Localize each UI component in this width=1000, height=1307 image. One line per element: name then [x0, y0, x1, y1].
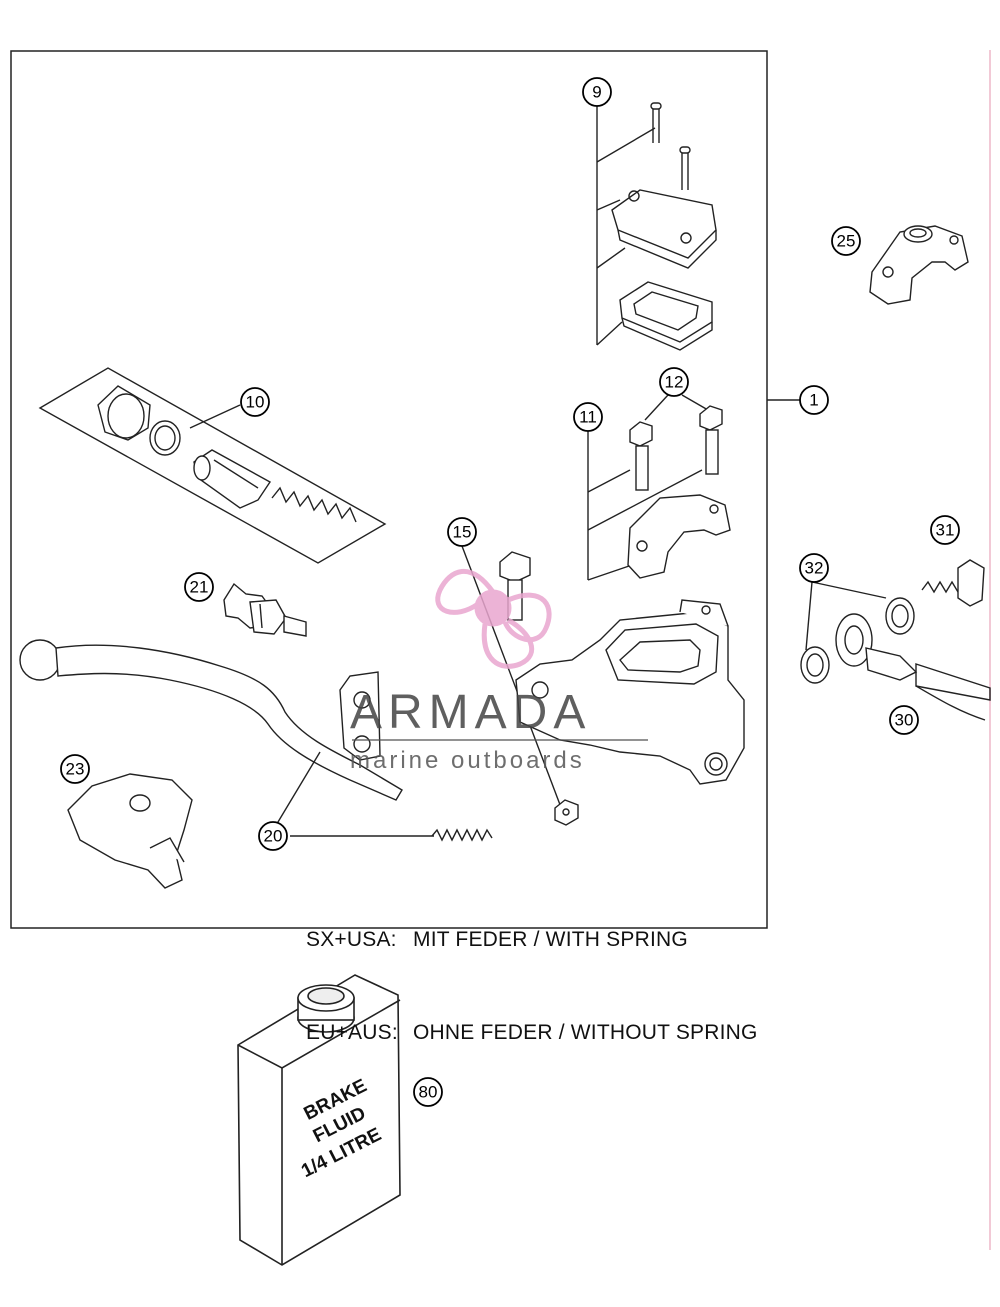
callout-12: 12: [659, 367, 689, 397]
svg-text:25: 25: [837, 232, 856, 251]
watermark-logo: ARMADA marine outboards: [350, 569, 648, 774]
note-value: OHNE FEDER / WITHOUT SPRING: [413, 1021, 758, 1044]
svg-text:80: 80: [419, 1083, 438, 1102]
part-30-32-hose-group: [800, 559, 991, 721]
svg-text:21: 21: [190, 578, 209, 597]
callout-23: 23: [60, 754, 90, 784]
note-row-sx-usa: SX+USA: MIT FEDER / WITH SPRING: [306, 924, 758, 955]
svg-text:32: 32: [805, 559, 824, 578]
callout-21: 21: [184, 572, 214, 602]
callout-1: 1: [799, 385, 829, 415]
part-23-lever-cover: [67, 773, 193, 889]
callout-15: 15: [447, 517, 477, 547]
part-25-clamp: [869, 225, 969, 305]
callout-20: 20: [258, 821, 288, 851]
master-cylinder-body: [515, 599, 745, 785]
svg-text:30: 30: [895, 711, 914, 730]
spring-notes: SX+USA: MIT FEDER / WITH SPRING EU+AUS: …: [306, 862, 758, 1079]
svg-text:9: 9: [592, 83, 601, 102]
watermark-subtitle: marine outboards: [350, 747, 585, 774]
part-9-reservoir-cover-group: [596, 102, 717, 351]
callout-10: 10: [240, 387, 270, 417]
part-80-brake-fluid-bottle: BRAKE FLUID 1/4 LITRE: [237, 974, 401, 1266]
svg-text:20: 20: [264, 827, 283, 846]
assembly-frame: [10, 50, 768, 929]
part-21-adjuster: [223, 582, 307, 637]
callout-30: 30: [889, 705, 919, 735]
note-value: MIT FEDER / WITH SPRING: [413, 928, 688, 951]
svg-text:11: 11: [579, 408, 597, 427]
callout-25: 25: [831, 226, 861, 256]
svg-text:10: 10: [246, 393, 265, 412]
callout-80: 80: [413, 1077, 443, 1107]
svg-text:12: 12: [665, 373, 684, 392]
part-11-12-clamp-group: [587, 394, 731, 581]
note-row-eu-aus: EU+AUS: OHNE FEDER / WITHOUT SPRING: [306, 1017, 758, 1048]
svg-text:1: 1: [809, 391, 818, 410]
propeller-icon: [435, 569, 552, 669]
callout-32: 32: [799, 553, 829, 583]
callout-31: 31: [930, 515, 960, 545]
part-10-piston-kit-group: [38, 367, 387, 564]
callout-9: 9: [582, 77, 612, 107]
note-key: SX+USA:: [306, 928, 397, 951]
svg-text:31: 31: [936, 521, 955, 540]
part-20-lever: [19, 639, 493, 842]
part-15-bolt: [461, 545, 579, 826]
watermark-title: ARMADA: [350, 686, 591, 739]
callout-11: 11: [573, 402, 603, 432]
note-key: EU+AUS:: [306, 1021, 398, 1044]
svg-text:23: 23: [66, 760, 85, 779]
svg-text:15: 15: [453, 523, 472, 542]
